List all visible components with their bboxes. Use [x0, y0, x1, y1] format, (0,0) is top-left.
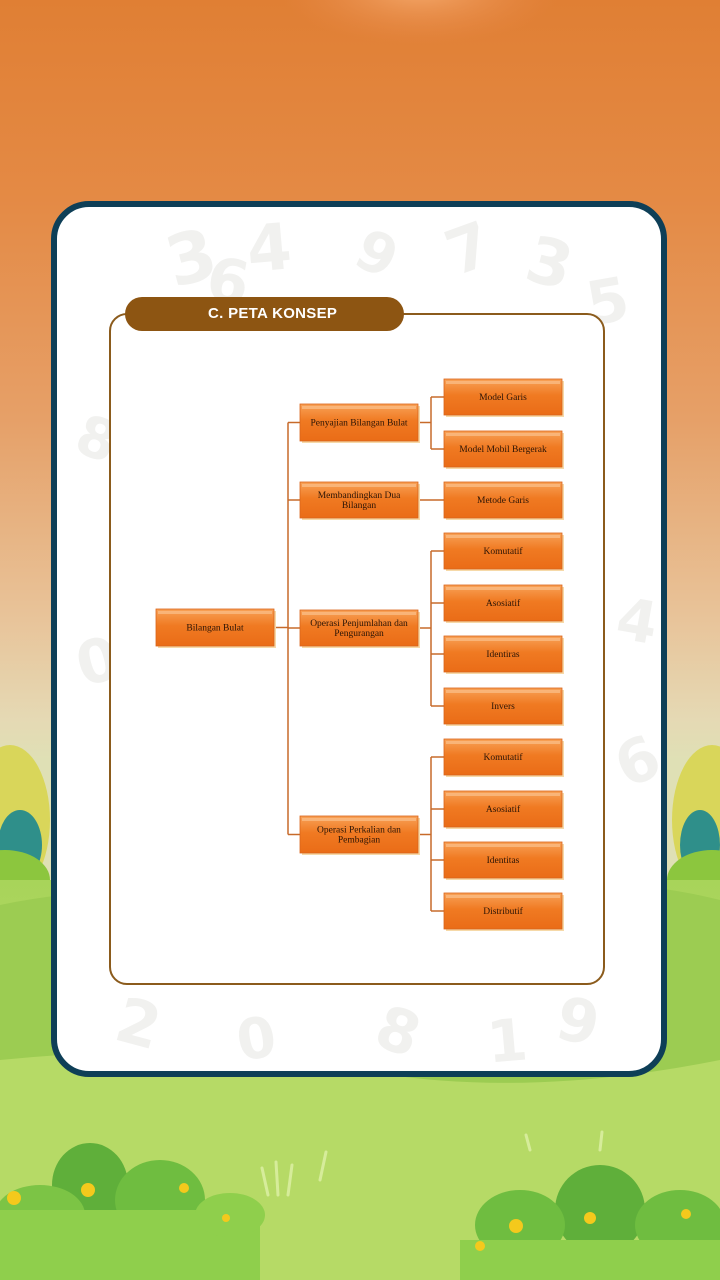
child-node: Identiras: [443, 635, 564, 674]
child-node: Identitas: [443, 841, 564, 880]
root-node: Bilangan Bulat: [155, 608, 276, 648]
bottom-right-shrub: [460, 1165, 720, 1280]
child-node-label: Komutatif: [483, 752, 523, 763]
child-node: Distributif: [443, 892, 564, 931]
child-node-label: Metode Garis: [477, 496, 529, 506]
bottom-left-shrub: [0, 1143, 265, 1280]
child-node-label: Distributif: [483, 906, 523, 917]
branch-node-label: Penyajian Bilangan Bulat: [310, 419, 407, 429]
child-node-label: Identiras: [486, 650, 520, 660]
child-node-label: Model Mobil Bergerak: [459, 445, 547, 455]
child-node: Asosiatif: [443, 584, 564, 623]
grass-blades: [260, 1130, 604, 1197]
child-node-label: Model Garis: [479, 393, 527, 403]
child-node: Invers: [443, 687, 564, 726]
child-node: Model Mobil Bergerak: [443, 430, 564, 469]
child-node-label: Invers: [491, 702, 515, 712]
connector-lines: [274, 396, 444, 912]
child-node: Komutatif: [443, 738, 564, 777]
child-node-label: Identitas: [487, 856, 520, 866]
sun-glow: [282, 0, 558, 45]
child-node-label: Komutatif: [483, 546, 523, 557]
flowers: [7, 1183, 691, 1251]
child-node: Model Garis: [443, 378, 564, 417]
child-node-label: Asosiatif: [486, 598, 521, 609]
root-node-label: Bilangan Bulat: [186, 624, 244, 634]
child-node: Metode Garis: [443, 481, 564, 520]
branch-node: Penyajian Bilangan Bulat: [299, 403, 420, 443]
child-node: Asosiatif: [443, 790, 564, 829]
child-node: Komutatif: [443, 532, 564, 571]
child-node-label: Asosiatif: [486, 804, 521, 815]
section-title: C. PETA KONSEP: [125, 297, 404, 331]
